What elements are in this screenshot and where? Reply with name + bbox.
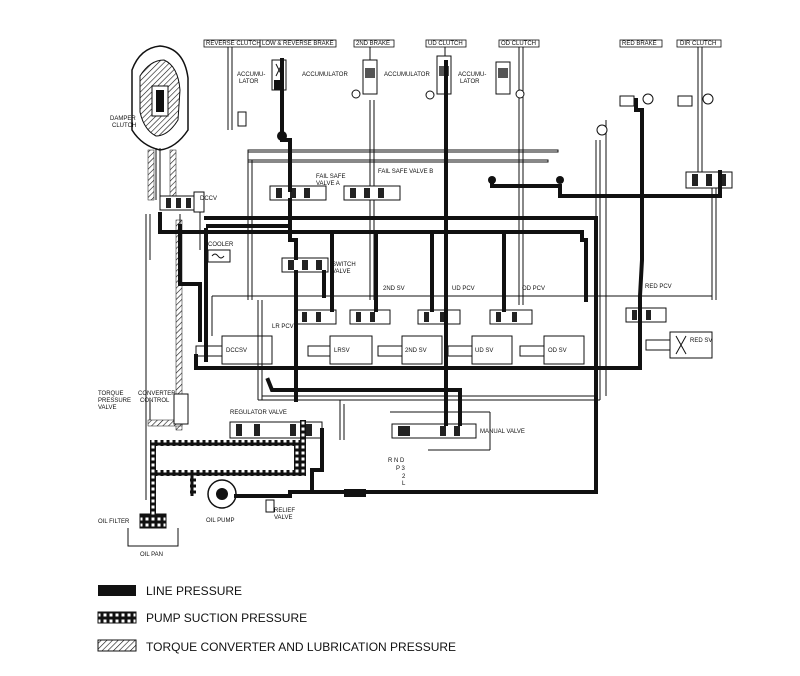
switch-valve-label-1: SWITCH <box>332 262 356 268</box>
torque-converter-lines <box>147 149 183 431</box>
regulator-valve: REGULATOR VALVE <box>229 410 323 439</box>
manual-valve: MANUAL VALVE R N D P 3 2 L <box>388 423 525 487</box>
tpv-label-1: TORQUE <box>98 391 124 397</box>
reverse-accumulator-small <box>237 111 247 127</box>
fail-safe-a-label-2: VALVE A <box>316 181 340 187</box>
reverse-clutch-label: REVERSE CLUTCH <box>206 41 261 47</box>
dir-clutch-label: DIR CLUTCH <box>680 41 716 47</box>
pump-suction-lines <box>150 420 306 516</box>
second-sv-box <box>401 335 443 365</box>
damper-clutch-label-a: DAMPER <box>110 116 136 122</box>
ud-sv-box <box>471 335 513 365</box>
relief-label-2: VALVE <box>274 515 292 521</box>
lrsv-label: LRSV <box>334 348 350 354</box>
damper-clutch-label-b: CLUTCH <box>112 123 136 129</box>
shift-label-4: L <box>402 481 406 487</box>
accumulator-label-3: ACCUMULATOR <box>384 72 430 78</box>
solenoid-valves: DCCSV LRSV 2ND SV UD SV OD SV RED SV <box>195 331 713 365</box>
low-reverse-brake-label: LOW & REVERSE BRAKE <box>262 41 334 47</box>
ud-sv-label: UD SV <box>475 348 493 354</box>
fail-safe-b-label: FAIL SAFE VALVE B <box>378 169 433 175</box>
shift-label-2: P 3 <box>396 466 406 472</box>
accumulator-dir <box>677 93 714 107</box>
accumulator-label-1b: LATOR <box>239 79 259 85</box>
dccsv-label: DCCSV <box>226 348 247 354</box>
dccsv-box <box>221 335 273 365</box>
shift-label-3: 2 <box>402 474 406 480</box>
tpv-label-3: VALVE <box>98 405 116 411</box>
accumulator-label-4a: ACCUMU- <box>458 72 486 78</box>
conv-ctrl-label-2: CONTROL <box>140 398 170 404</box>
top-labels: REVERSE CLUTCH LOW & REVERSE BRAKE 2ND B… <box>203 39 722 48</box>
relief-valve <box>265 499 275 513</box>
line-pressure-orifice <box>344 489 366 497</box>
conv-ctrl-label-1: CONVERTER <box>138 391 176 397</box>
accumulator-labels: ACCUMU- LATOR ACCUMULATOR ACCUMULATOR AC… <box>237 72 486 85</box>
cooler: COOLER <box>207 242 234 263</box>
oil-pan-label: OIL PAN <box>140 552 163 558</box>
od-pcv <box>489 309 533 325</box>
red-sv-label: RED SV <box>690 338 712 344</box>
lr-pcv <box>295 309 337 325</box>
second-pcv <box>349 309 391 325</box>
red-brake-label: RED BRAKE <box>622 41 657 47</box>
dccv-valve: DCCV <box>159 191 217 213</box>
red-control-valve <box>685 171 733 189</box>
line-pressure-lines <box>158 58 722 498</box>
red-pcv <box>625 307 667 323</box>
fail-safe-a-label-1: FAIL SAFE <box>316 174 345 180</box>
regulator-valve-label: REGULATOR VALVE <box>230 410 287 416</box>
dccv-label: DCCV <box>200 196 217 202</box>
oil-pump-section: OIL PUMP RELIEF VALVE OIL FILTER OIL PAN <box>98 479 295 558</box>
accumulator-od <box>495 61 525 99</box>
damper-clutch: DAMPER CLUTCH <box>110 45 189 200</box>
legend: LINE PRESSURE PUMP SUCTION PRESSURE TORQ… <box>97 584 456 654</box>
fail-safe-valve-a: FAIL SAFE VALVE A <box>269 174 345 201</box>
switch-valve: SWITCH VALVE <box>281 257 356 275</box>
shift-label-1: R N D <box>388 458 405 464</box>
accumulator-label-4b: LATOR <box>460 79 480 85</box>
od-sv-label: OD SV <box>548 348 567 354</box>
od-clutch-label: OD CLUTCH <box>501 41 536 47</box>
legend-line-pressure-swatch <box>98 585 136 596</box>
fail-safe-valve-b: FAIL SAFE VALVE B <box>343 169 433 201</box>
lr-pcv-label: LR PCV <box>272 324 294 330</box>
pcv-valves <box>295 307 667 325</box>
ud-pcv-label: UD PCV <box>452 286 475 292</box>
oil-pump-label: OIL PUMP <box>206 518 234 524</box>
oil-filter-label: OIL FILTER <box>98 519 130 525</box>
legend-pump-suction-swatch <box>97 611 137 624</box>
tpv-label-2: PRESSURE <box>98 398 131 404</box>
legend-line-pressure-label: LINE PRESSURE <box>146 584 242 598</box>
second-brake-label: 2ND BRAKE <box>356 41 390 47</box>
legend-pump-suction-label: PUMP SUCTION PRESSURE <box>146 611 307 625</box>
second-sv-label: 2ND SV <box>405 348 427 354</box>
od-sv-box <box>543 335 585 365</box>
ud-clutch-label: UD CLUTCH <box>428 41 463 47</box>
legend-torque-lube-swatch <box>97 639 137 652</box>
relief-label-1: RELIEF <box>274 508 295 514</box>
accumulator-label-2: ACCUMULATOR <box>302 72 348 78</box>
oil-filter-icon <box>139 513 167 529</box>
second-sv-top-label: 2ND SV <box>383 286 405 292</box>
lower-left-labels: TORQUE PRESSURE VALVE CONVERTER CONTROL <box>98 391 176 411</box>
od-pcv-label: OD PCV <box>522 286 545 292</box>
manual-valve-label: MANUAL VALVE <box>480 429 525 435</box>
cooler-label: COOLER <box>208 242 234 248</box>
switch-valve-label-2: VALVE <box>332 269 350 275</box>
torque-pressure-valve <box>173 393 189 425</box>
red-pcv-label: RED PCV <box>645 284 672 290</box>
ud-pcv <box>417 309 461 325</box>
accumulator-2nd <box>351 59 378 99</box>
legend-torque-lube-label: TORQUE CONVERTER AND LUBRICATION PRESSUR… <box>146 640 456 654</box>
oil-pan-icon <box>127 528 179 547</box>
accumulator-label-1a: ACCUMU- <box>237 72 265 78</box>
pcv-labels: 2ND SV UD PCV OD PCV RED PCV LR PCV <box>272 284 672 330</box>
